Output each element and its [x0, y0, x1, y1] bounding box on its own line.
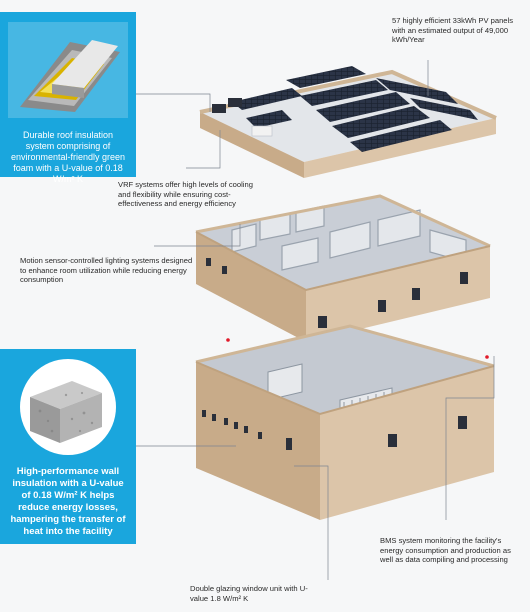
leader-lines [136, 60, 495, 580]
lighting-systems-callout: Motion sensor-controlled lighting system… [20, 256, 193, 285]
pv-panels-callout: 57 highly efficient 33kWh PV panels with… [392, 16, 514, 45]
ground-floor-layer [195, 324, 495, 520]
wall-insulation-text: High-performance wall insulation with a … [10, 466, 126, 537]
bms-system-callout: BMS system monitoring the facility's ene… [380, 536, 511, 565]
vrf-systems-callout: VRF systems offer high levels of cooling… [118, 180, 253, 209]
callout-markers [226, 338, 489, 359]
pv-panels [232, 66, 478, 152]
wall-block-illustration [20, 359, 116, 455]
double-glazing-callout: Double glazing window unit with U-value … [190, 584, 308, 603]
wall-insulation-panel: High-performance wall insulation with a … [0, 349, 136, 544]
roof-insulation-panel: Durable roof insulation system comprisin… [0, 12, 136, 184]
ground-floor-windows [202, 410, 467, 450]
roof-insulation-illustration [8, 22, 128, 118]
middle-floor-layer [195, 194, 491, 342]
roof-layer [199, 66, 497, 178]
roof-insulation-text: Durable roof insulation system comprisin… [10, 130, 126, 184]
middle-floor-windows [206, 258, 468, 328]
